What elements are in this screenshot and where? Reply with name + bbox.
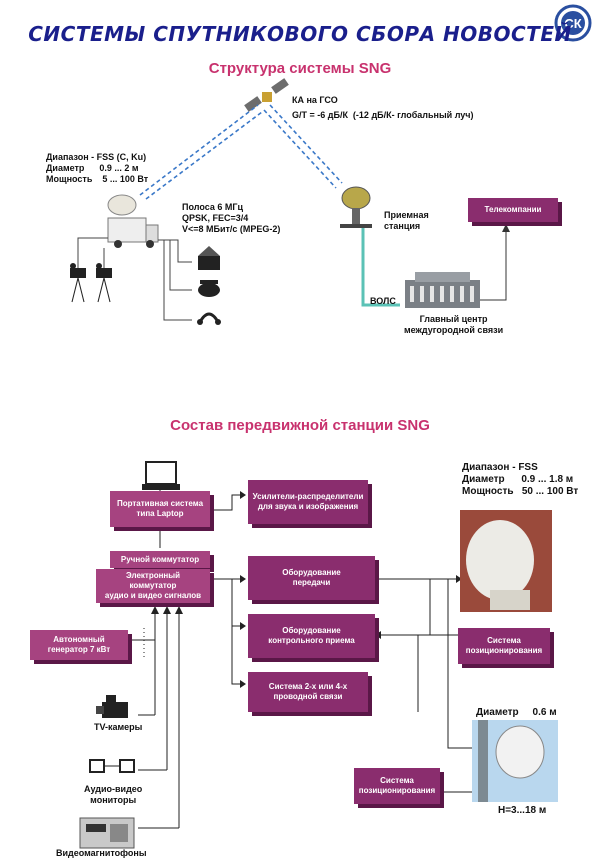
telephone-icon <box>198 280 220 297</box>
tripod-camera-icon <box>70 263 112 303</box>
manual-switch-label: Ручной коммутатор <box>120 554 200 564</box>
vcr-label: Видеомагнитофоны <box>56 848 147 858</box>
small-antenna-diameter: Диаметр 0.6 м <box>476 707 557 718</box>
tv-companies-label: Телекомпании <box>484 205 542 214</box>
sng-structure-diagram <box>70 78 510 325</box>
transmit-equipment-box: Оборудование передачи <box>248 556 375 600</box>
sng-composition-diagram <box>79 461 558 849</box>
positioning-box-2: Система позиционирования <box>354 768 440 804</box>
electronic-switch-box: Электронный коммутатор аудио и видео сиг… <box>96 569 210 603</box>
fax-icon <box>198 246 220 270</box>
amplifiers-box: Усилители-распределители для звука и изо… <box>248 480 368 524</box>
generator-box: Автономный генератор 7 кВт <box>30 630 128 660</box>
positioning-label-2: Система позиционирования <box>358 776 436 795</box>
satellite-label: КА на ГСО <box>292 95 338 105</box>
receiving-station-label: Приемная станция <box>384 210 429 231</box>
generator-label: Автономный генератор 7 кВт <box>47 635 111 654</box>
positioning-label-1: Система позиционирования <box>465 636 543 655</box>
section1-title: Структура системы SNG <box>208 60 392 77</box>
main-center-label: Главный центр междугородной связи <box>404 314 504 335</box>
company-logo: СК <box>554 4 592 42</box>
section2-title: Состав передвижной станции SNG <box>170 417 430 434</box>
amplifiers-label: Усилители-распределители для звука и изо… <box>252 492 364 511</box>
laptop-icon <box>142 461 180 490</box>
control-equipment-box: Оборудование контрольного приема <box>248 614 375 658</box>
tv-camera-icon <box>96 695 128 718</box>
link-tv-companies <box>480 230 507 301</box>
antenna-photo <box>460 510 552 612</box>
building-icon <box>405 272 480 308</box>
tv-companies-box: Телекомпании <box>468 198 558 222</box>
mast-antenna-photo <box>472 720 558 802</box>
laptop-system-box: Портативная система типа Laptop <box>110 491 210 527</box>
connection-lines <box>128 490 472 829</box>
headset-icon <box>197 312 221 325</box>
sng-truck-icon <box>107 194 159 248</box>
tv-cameras-label: TV-камеры <box>94 722 143 732</box>
laptop-system-label: Портативная система типа Laptop <box>116 499 204 518</box>
mobile-params: Диапазон - FSS (C, Ku) Диаметр 0.9 ... 2… <box>46 152 149 184</box>
mast-height: Н=3...18 м <box>498 805 547 816</box>
control-equipment-label: Оборудование контрольного приема <box>268 626 355 645</box>
intercom-box: Система 2-х или 4-х проводной связи <box>248 672 368 712</box>
positioning-box-1: Система позиционирования <box>458 628 550 664</box>
antenna-params: Диапазон - FSS Диаметр 0.9 ... 1.8 м Мощ… <box>462 462 579 497</box>
fiber-label: ВОЛС <box>370 296 396 306</box>
truck-connections <box>77 237 192 321</box>
channel-params: Полоса 6 МГц QPSK, FEC=3/4 V<=8 МБит/с (… <box>182 202 281 234</box>
monitor-icon <box>89 759 135 773</box>
monitors-label: Аудио-видео мониторы <box>84 784 143 805</box>
satellite-gt: G/T = -6 дБ/К (-12 дБ/К- глобальный луч) <box>292 110 474 120</box>
vcr-icon <box>79 817 135 849</box>
intercom-label: Система 2-х или 4-х проводной связи <box>268 682 348 701</box>
fiber-line <box>361 228 400 307</box>
arrow-heads <box>151 491 462 688</box>
satellite-links <box>139 104 343 200</box>
transmit-equipment-label: Оборудование передачи <box>282 568 341 587</box>
satellite-icon <box>244 78 289 112</box>
electronic-switch-label: Электронный коммутатор аудио и видео сиг… <box>104 571 202 600</box>
arrow-icon <box>502 224 510 232</box>
logo-text: СК <box>564 16 581 31</box>
manual-switch-box: Ручной коммутатор <box>110 551 210 568</box>
receiving-dish-icon <box>340 186 372 228</box>
page-title: СИСТЕМЫ СПУТНИКОВОГО СБОРА НОВОСТЕЙ <box>28 22 572 46</box>
